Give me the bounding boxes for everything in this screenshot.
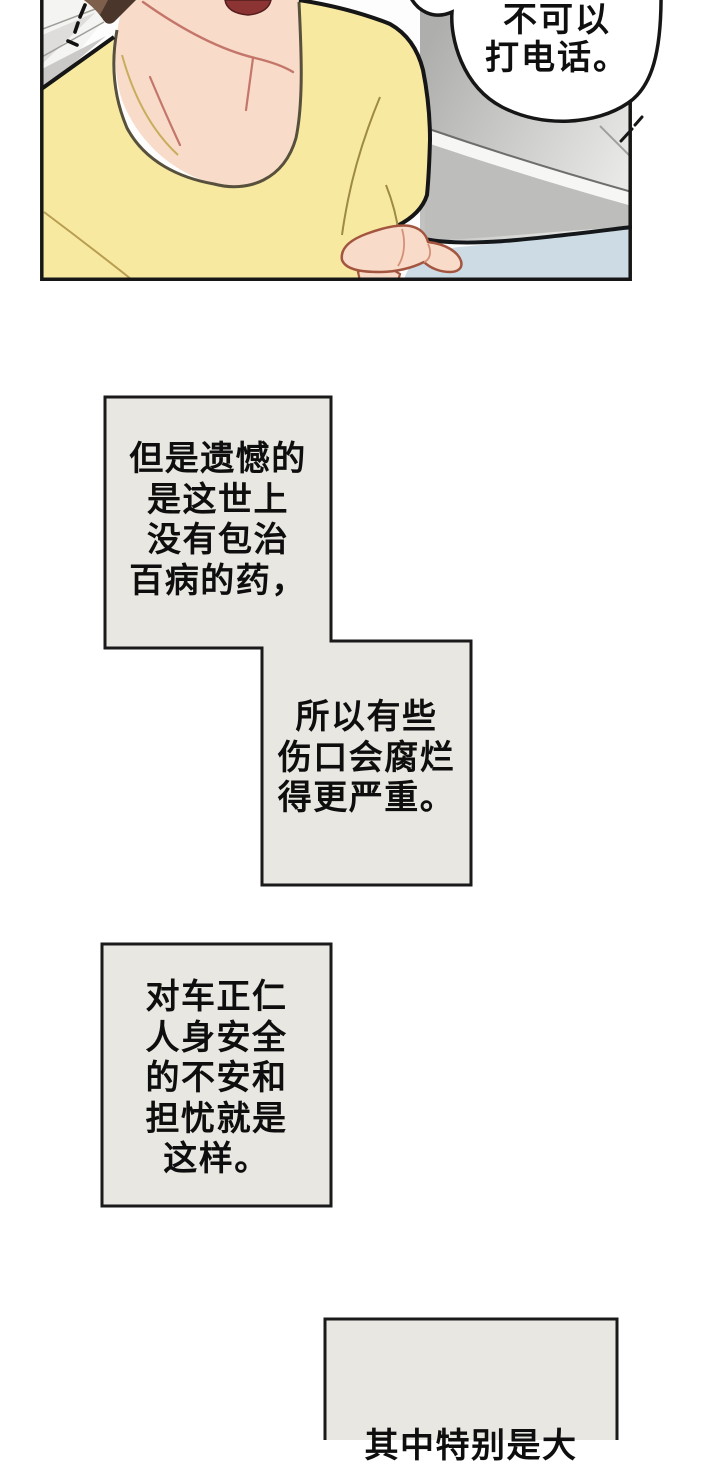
narration-line: 其中特别是大 — [364, 1427, 578, 1465]
narration-box-1-2-shape — [103, 395, 473, 887]
hair — [84, 0, 136, 24]
speech-bubble — [410, 0, 663, 123]
emphasis-marks-bubble — [619, 115, 644, 143]
narration-line: 百病的药， — [129, 561, 307, 600]
speech-bubble-line-1: 不可以 — [503, 1, 611, 39]
narration-box-4: 其中特别是大 — [325, 1426, 617, 1467]
emphasis-marks-left — [66, 3, 87, 47]
narration-line: 没有包治 — [147, 521, 289, 559]
mouth — [224, 0, 272, 16]
narration-box-4-shape — [323, 1317, 619, 1440]
narration-line: 对车正仁 — [145, 978, 288, 1016]
speech-bubble-line-2: 打电话。 — [485, 39, 629, 77]
narration-line: 所以有些 — [295, 698, 438, 736]
narration-box-3: 对车正仁 人身安全 的不安和 担忧就是 这样。 — [102, 977, 331, 1180]
narration-line: 担忧就是 — [145, 1099, 288, 1138]
character-skin — [115, 0, 302, 187]
shoulder-line — [40, 35, 116, 92]
narration-line: 这样。 — [163, 1140, 270, 1178]
narration-line: 人身安全 — [145, 1018, 288, 1057]
narration-box-2: 所以有些 伤口会腐烂 得更严重。 — [262, 697, 471, 819]
narration-line: 的不安和 — [145, 1059, 288, 1097]
narration-line: 伤口会腐烂 — [277, 738, 456, 777]
shoulder-outline — [298, 0, 433, 228]
narration-line: 得更严重。 — [277, 779, 456, 817]
narration-line: 但是遗憾的 — [129, 440, 307, 478]
narration-line: 是这世上 — [147, 480, 289, 519]
narration-box-1: 但是遗憾的 是这世上 没有包治 百病的药， — [105, 439, 331, 601]
shirt — [40, 0, 433, 281]
panel-border — [40, 0, 632, 281]
narration-box-3-shape — [100, 942, 333, 1208]
collar-edge — [112, 1, 303, 189]
